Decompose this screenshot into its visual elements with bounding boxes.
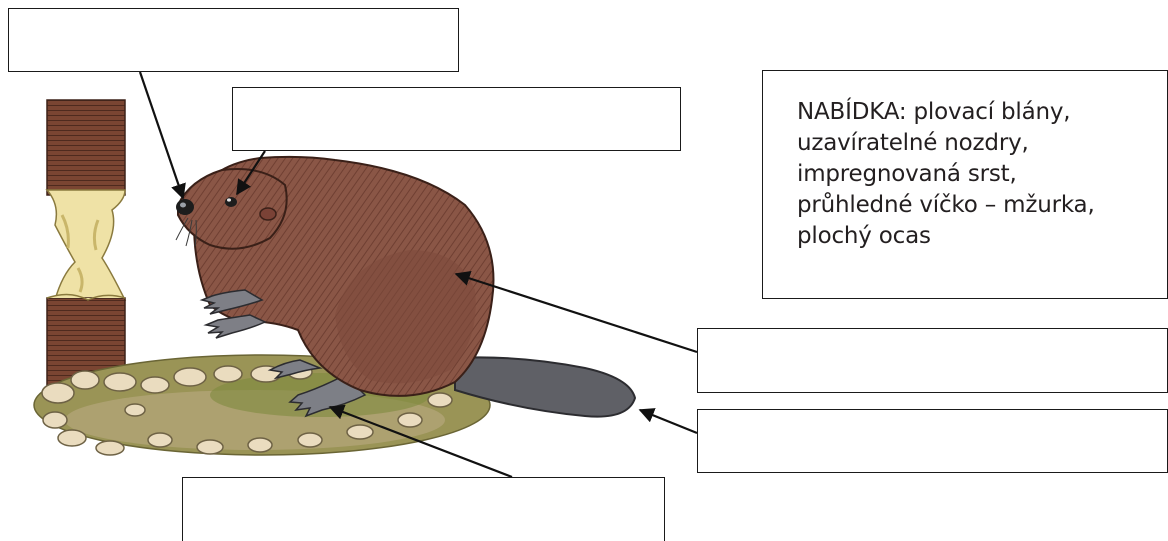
answer-box-nostrils[interactable] [8,8,459,72]
word-bank-line: NABÍDKA: plovací blány, [797,97,1153,128]
word-bank-line: impregnovaná srst, [797,159,1153,190]
answer-box-webbed-feet[interactable] [182,477,665,541]
answer-box-tail[interactable] [697,409,1168,473]
word-bank-line: průhledné víčko – mžurka, [797,190,1153,221]
answer-box-fur[interactable] [697,328,1168,393]
pointer-fur [456,274,697,352]
answer-text-fur [698,329,1167,392]
answer-box-eye[interactable] [232,87,681,151]
beaver-nostril [176,199,194,215]
answer-text-eye [233,88,680,150]
answer-text-webbed-feet [183,478,664,541]
word-bank-box: NABÍDKA: plovací blány, uzavíratelné noz… [762,70,1168,299]
answer-text-nostrils [9,9,458,71]
word-bank-line: plochý ocas [797,221,1153,252]
pointer-nostril [140,72,183,198]
answer-text-tail [698,410,1167,472]
beaver-eye [225,197,237,207]
pointer-tail [640,410,697,433]
gnawed-stump [47,100,125,386]
word-bank-line: uzavíratelné nozdry, [797,128,1153,159]
